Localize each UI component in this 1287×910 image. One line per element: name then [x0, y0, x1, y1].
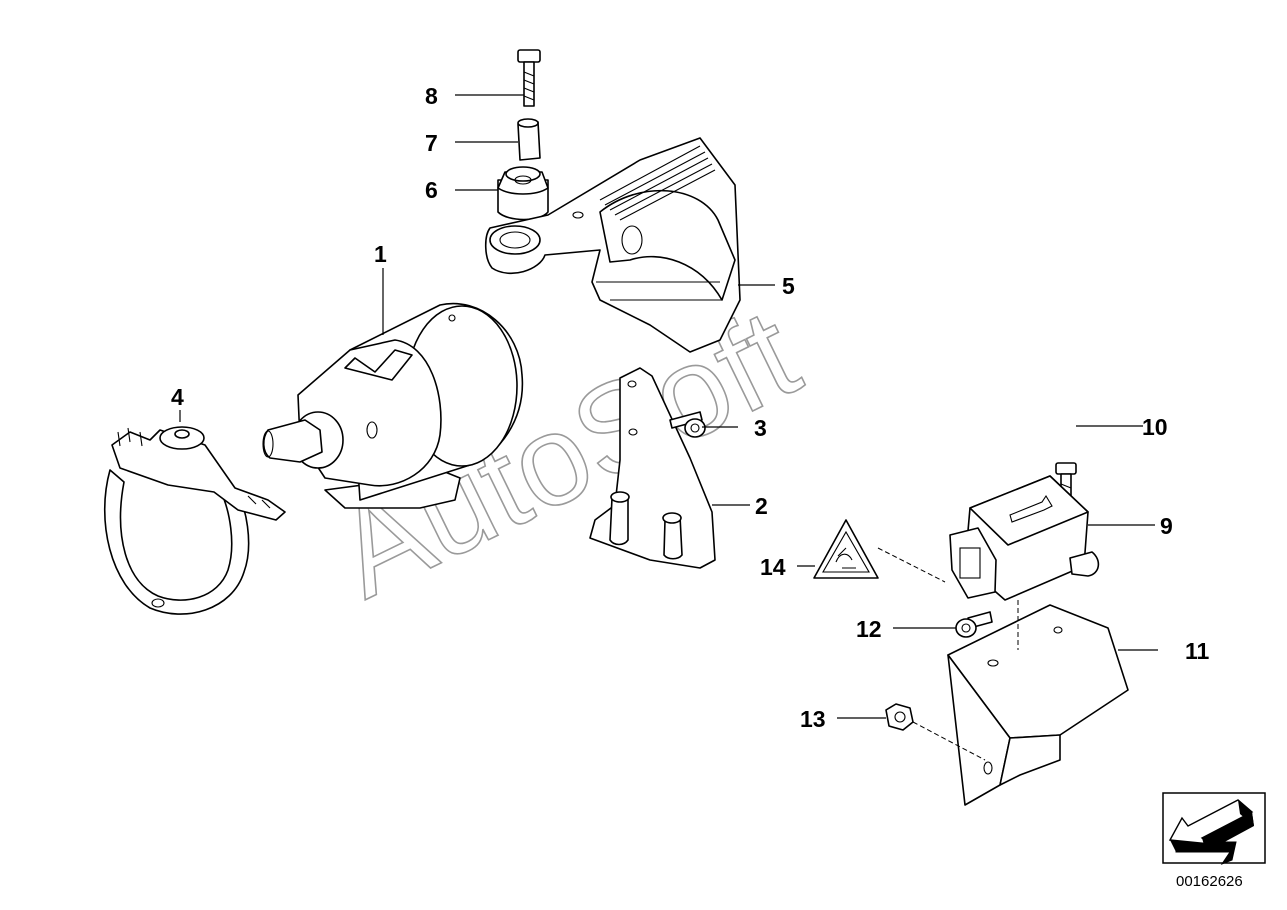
part-7-sleeve[interactable]: [517, 118, 541, 161]
callout-5: 5: [782, 273, 795, 299]
callout-3: 3: [754, 415, 767, 441]
diagram-reference-number: 00162626: [1176, 873, 1243, 890]
part-5-bracket[interactable]: [484, 137, 741, 353]
callout-7: 7: [425, 130, 438, 156]
callout-12: 12: [856, 616, 882, 642]
part-9-sensor[interactable]: [949, 475, 1100, 601]
callout-4: 4: [171, 384, 184, 410]
callout-11: 11: [1185, 638, 1210, 664]
callout-14: 14: [760, 554, 786, 580]
part-2-plate[interactable]: [589, 367, 716, 569]
callout-1: 1: [374, 241, 387, 267]
callout-6: 6: [425, 177, 438, 203]
leader-lines: [179, 94, 1158, 761]
callout-10: 10: [1142, 414, 1168, 440]
part-6-bushing[interactable]: [497, 166, 549, 221]
part-8-bolt[interactable]: [517, 49, 541, 107]
callout-2: 2: [755, 493, 768, 519]
part-3-screw[interactable]: [669, 411, 706, 438]
part-4-clamp[interactable]: [103, 426, 286, 615]
callout-9: 9: [1160, 513, 1173, 539]
callout-labels: 1 2 3 4 5 6 7 8 9 10 11 12 13 14: [171, 83, 1210, 732]
part-1-pump-motor[interactable]: [262, 302, 524, 509]
callout-13: 13: [800, 706, 826, 732]
part-14-warning-label[interactable]: [813, 519, 879, 579]
part-13-nut[interactable]: [885, 703, 914, 731]
direction-arrow-box: [1162, 792, 1266, 866]
part-11-bracket[interactable]: [947, 604, 1129, 806]
part-12-screw[interactable]: [955, 611, 993, 638]
callout-8: 8: [425, 83, 438, 109]
